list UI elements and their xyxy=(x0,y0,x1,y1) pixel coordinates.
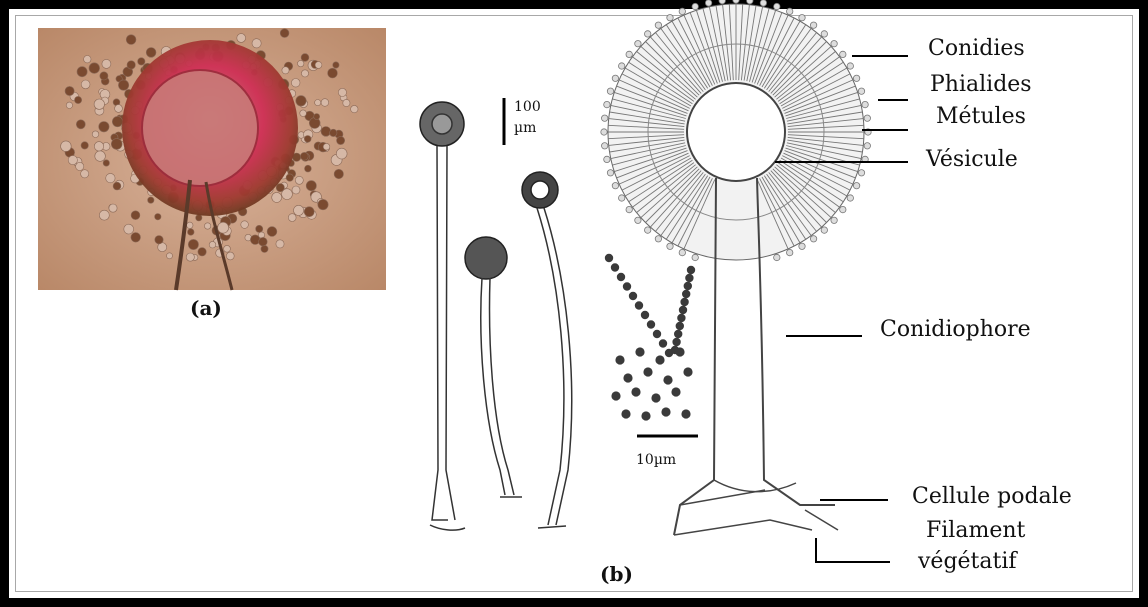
panel-label-b: (b) xyxy=(600,562,633,586)
vesicle xyxy=(687,83,785,181)
label-conidies: Conidies xyxy=(928,36,1025,61)
head-2 xyxy=(465,237,507,279)
foot-cell xyxy=(714,480,796,492)
scale-label-10um: 10µm xyxy=(636,452,676,468)
micrograph-photo xyxy=(38,28,386,290)
label-filament-line2: végétatif xyxy=(918,549,1017,574)
label-vesicule: Vésicule xyxy=(926,147,1018,172)
vegetative-hypha xyxy=(674,490,812,535)
scale-label-100-line1: 100 xyxy=(514,99,541,115)
label-metules: Métules xyxy=(936,104,1026,129)
panel-label-a: (a) xyxy=(190,296,222,320)
label-phialides: Phialides xyxy=(930,72,1032,97)
label-conidiophore: Conidiophore xyxy=(880,317,1031,342)
small-conidiophores xyxy=(420,102,572,530)
label-filament-line1: Filament xyxy=(926,518,1025,543)
photo-vesicle xyxy=(142,70,258,186)
scale-label-100-line2: µm xyxy=(514,120,536,136)
label-cellule-podale: Cellule podale xyxy=(912,484,1072,509)
conidia-chains xyxy=(605,254,695,421)
